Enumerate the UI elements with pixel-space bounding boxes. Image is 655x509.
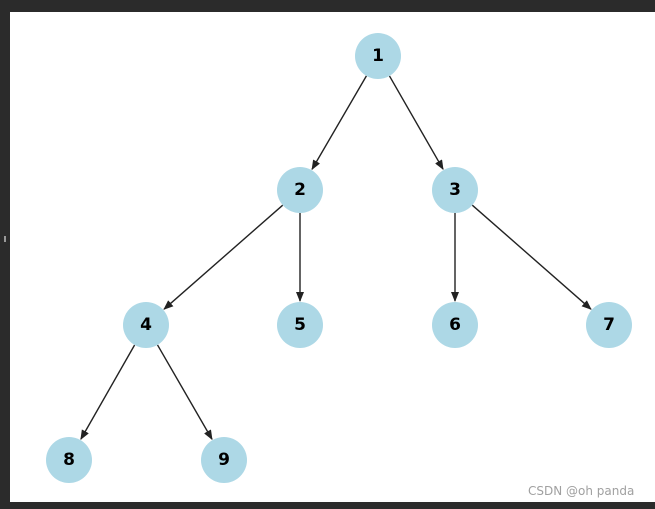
- node-label: 5: [294, 315, 306, 335]
- plot-canvas: [10, 12, 655, 502]
- edge-1-to-3: [388, 75, 444, 171]
- node-label: 6: [449, 315, 461, 335]
- node-circle: [586, 302, 632, 348]
- node-5: 5: [277, 302, 323, 348]
- node-circle: [432, 167, 478, 213]
- window-edge-marker: [4, 236, 6, 242]
- node-label: 2: [294, 180, 306, 200]
- node-6: 6: [432, 302, 478, 348]
- node-1: 1: [355, 33, 401, 79]
- edges-layer: [80, 75, 592, 441]
- node-3: 3: [432, 167, 478, 213]
- node-circle: [432, 302, 478, 348]
- watermark-text: CSDN @oh panda: [528, 484, 635, 498]
- node-4: 4: [123, 302, 169, 348]
- edge-1-to-2: [311, 75, 368, 171]
- edge-4-to-8: [80, 344, 136, 441]
- node-circle: [355, 33, 401, 79]
- node-label: 3: [449, 180, 461, 200]
- node-label: 1: [372, 46, 384, 66]
- node-circle: [277, 302, 323, 348]
- node-circle: [123, 302, 169, 348]
- edge-4-to-9: [156, 344, 213, 441]
- node-7: 7: [586, 302, 632, 348]
- edge-2-to-4: [163, 204, 284, 310]
- edge-3-to-7: [471, 204, 592, 310]
- node-9: 9: [201, 437, 247, 483]
- node-2: 2: [277, 167, 323, 213]
- node-label: 8: [63, 450, 75, 470]
- node-circle: [46, 437, 92, 483]
- node-label: 7: [603, 315, 615, 335]
- nodes-layer: 1 2 3 4 5 6 7 8 9: [46, 33, 632, 483]
- node-circle: [277, 167, 323, 213]
- node-8: 8: [46, 437, 92, 483]
- node-label: 4: [140, 315, 152, 335]
- node-circle: [201, 437, 247, 483]
- node-label: 9: [218, 450, 230, 470]
